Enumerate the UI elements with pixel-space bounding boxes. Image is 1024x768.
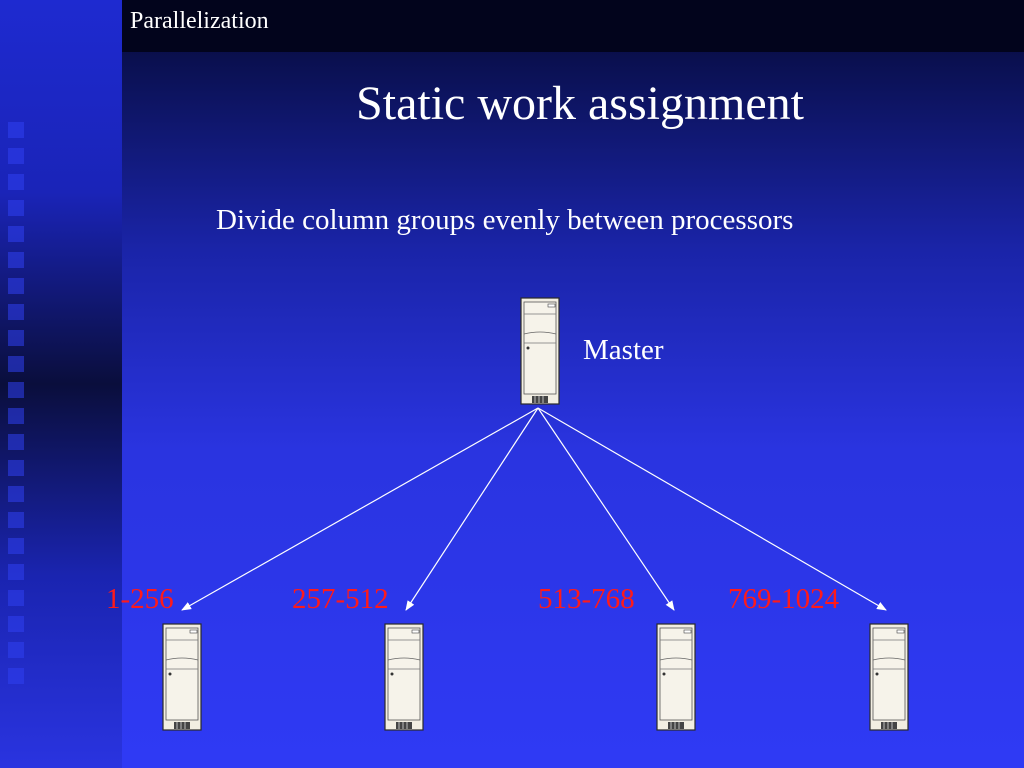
decorative-square [8,642,24,658]
header-bar [122,0,1024,52]
decorative-square [8,408,24,424]
arrow-to-worker-3 [537,407,675,611]
decorative-square [8,278,24,294]
worker-3-range: 513-768 [538,583,635,615]
section-label: Parallelization [130,8,269,34]
decorative-sidebar [0,0,122,768]
arrow-to-worker-4 [537,407,887,611]
decorative-square [8,148,24,164]
worker-4-range: 769-1024 [728,583,840,615]
worker-1-range: 1-256 [106,583,174,615]
decorative-square [8,356,24,372]
worker-4-server-icon [869,623,909,731]
worker-2-range: 257-512 [292,583,389,615]
worker-2-server-icon [384,623,424,731]
decorative-square [8,590,24,606]
decorative-square [8,460,24,476]
decorative-square [8,174,24,190]
decorative-square [8,226,24,242]
decorative-square [8,304,24,320]
slide-title: Static work assignment [356,77,804,130]
decorative-square [8,616,24,632]
decorative-square [8,122,24,138]
worker-3-server-icon [656,623,696,731]
decorative-square [8,564,24,580]
arrow-to-worker-1 [181,407,539,611]
worker-1-server-icon [162,623,202,731]
master-server-icon [520,297,560,405]
decorative-square [8,434,24,450]
decorative-square [8,330,24,346]
arrow-to-worker-2 [405,407,539,611]
decorative-square [8,252,24,268]
decorative-square [8,512,24,528]
slide-subtitle: Divide column groups evenly between proc… [216,204,794,236]
decorative-square [8,668,24,684]
master-label: Master [583,334,664,366]
decorative-square [8,382,24,398]
decorative-square [8,486,24,502]
decorative-square [8,200,24,216]
decorative-square [8,538,24,554]
